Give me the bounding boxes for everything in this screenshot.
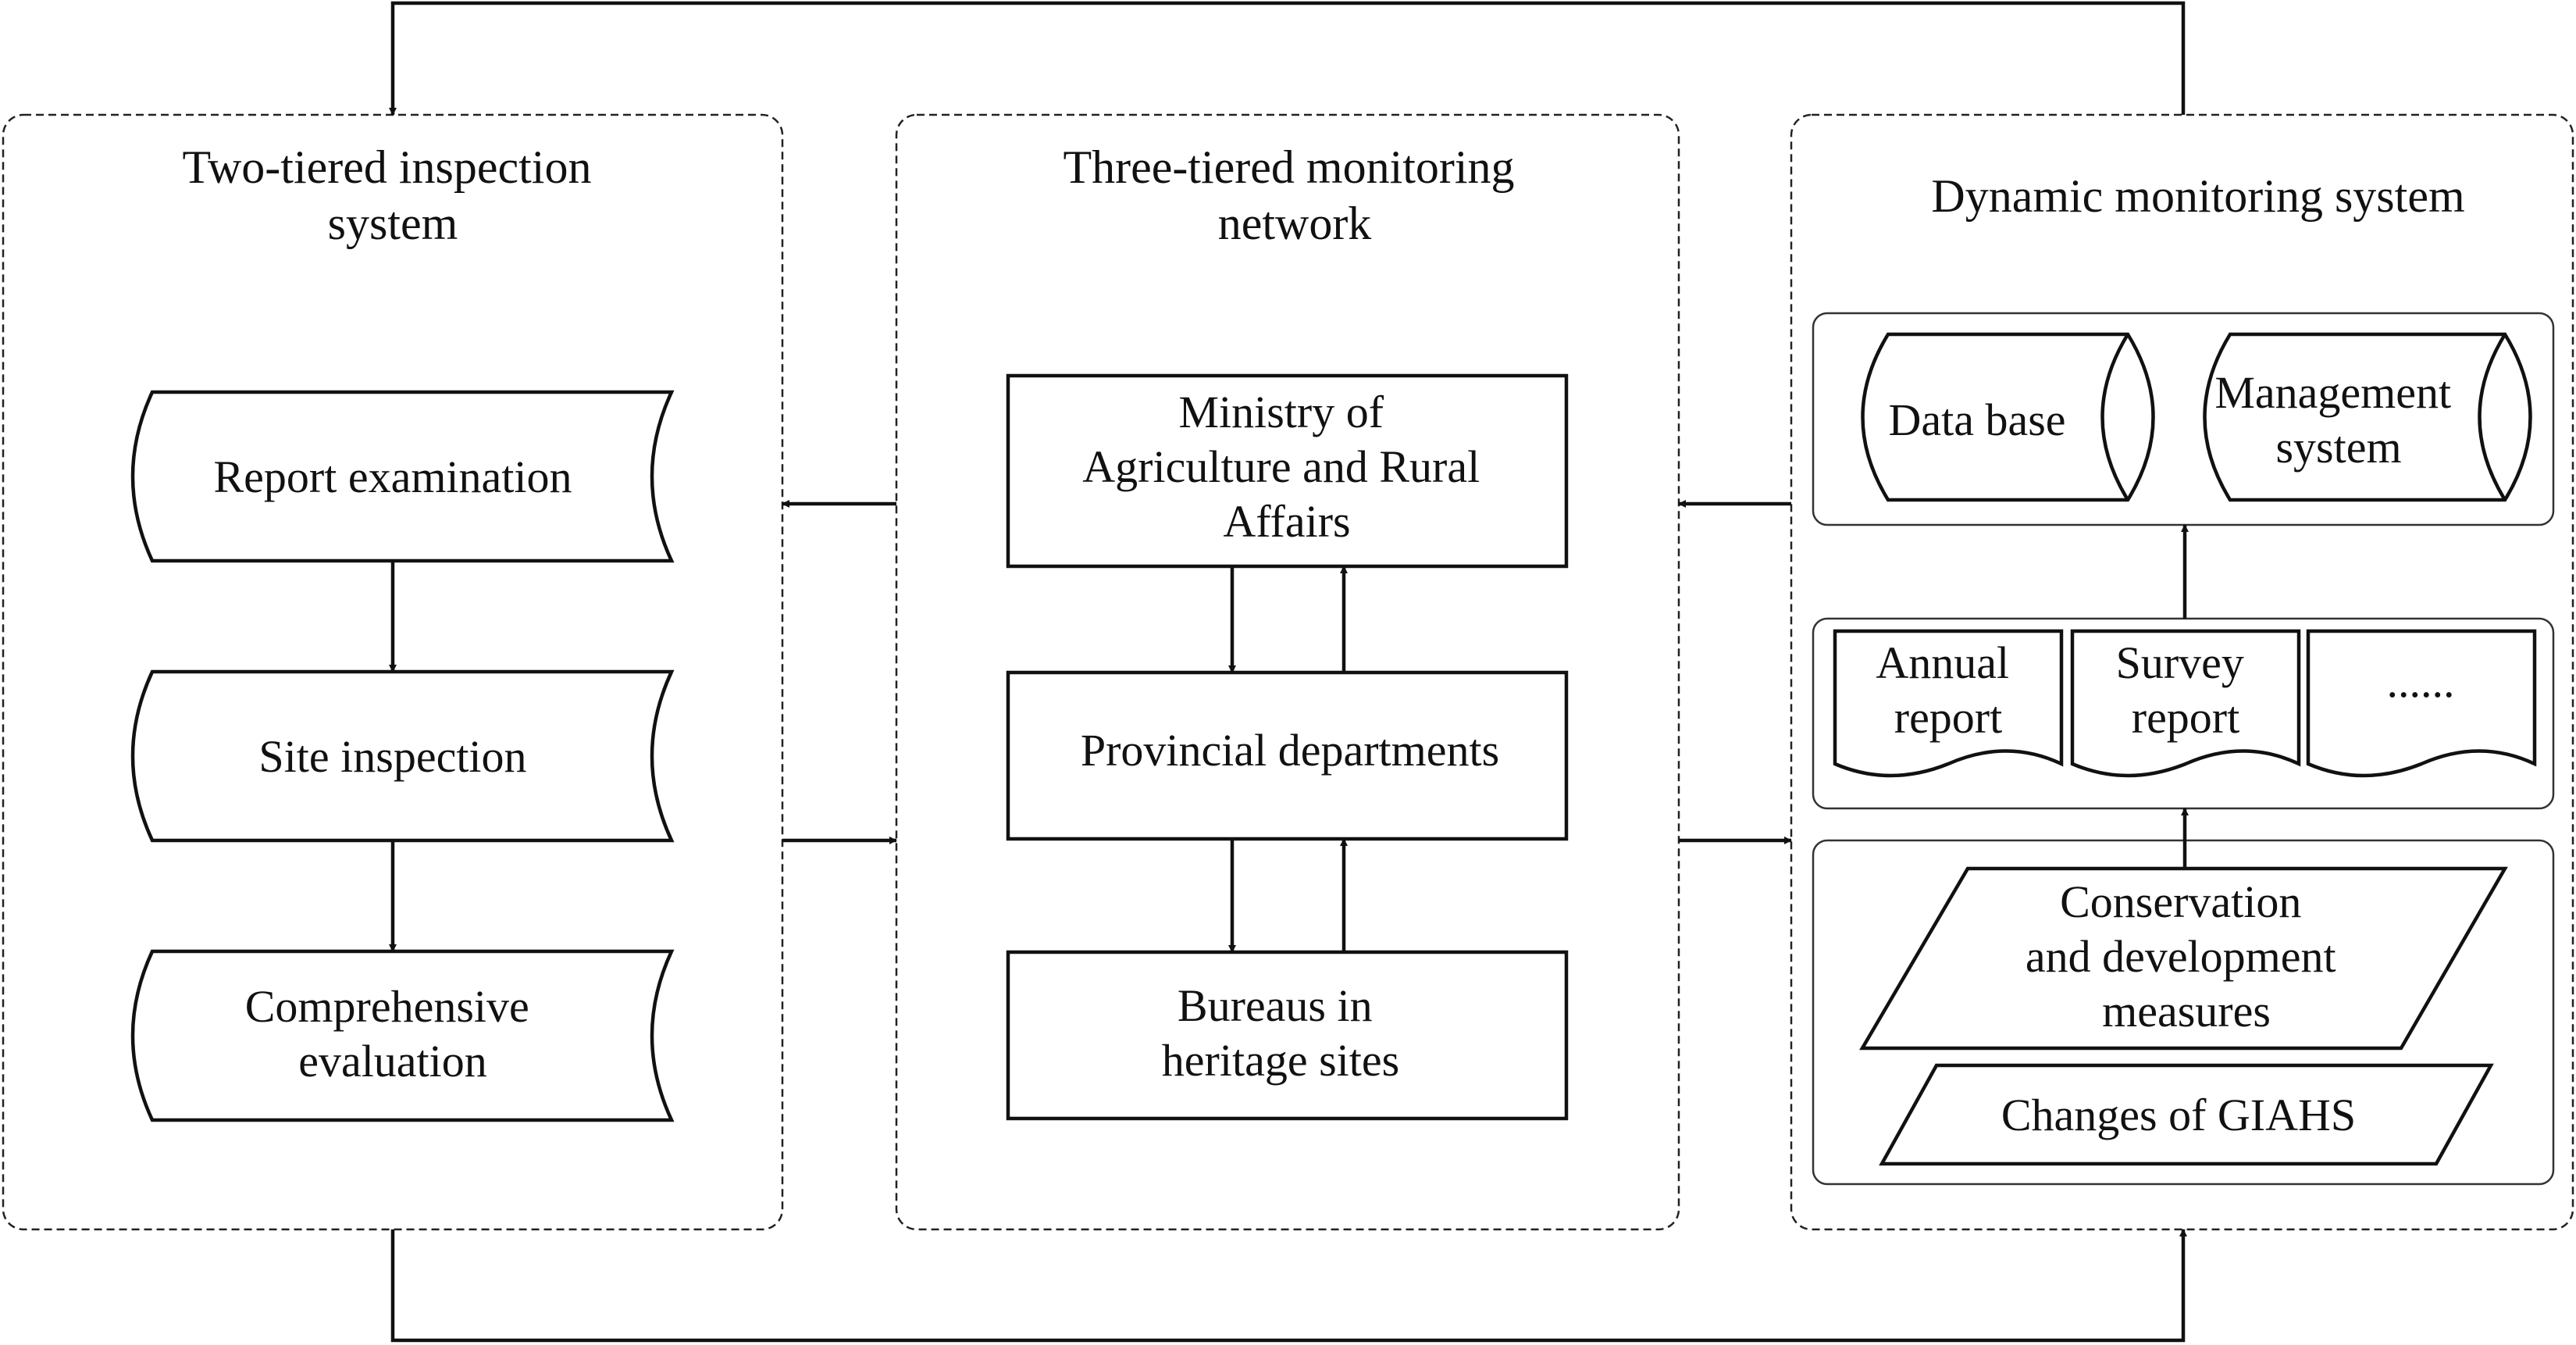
svg-text:Management system: Management system: [2214, 367, 2462, 473]
report-more: ......: [2306, 629, 2537, 778]
storage-data-base: Data base: [1861, 332, 2155, 502]
level-bureaus: Bureaus in heritage sites: [1006, 950, 1569, 1121]
level-provincial: Provincial departments: [1006, 670, 1569, 841]
svg-text:Data base: Data base: [1888, 394, 2065, 445]
feedback-loop-bottom: [390, 1229, 2187, 1343]
step-site-inspection: Site inspection: [130, 669, 675, 843]
report-survey: Survey report: [2070, 629, 2301, 778]
svg-text:Report examination: Report examination: [213, 451, 572, 502]
svg-text:Ministry of Agriculture: Ministry of Agriculture and Rural Affair…: [1082, 387, 1491, 547]
input-changes-of-giahs: Changes of GIAHS: [1879, 1063, 2494, 1166]
monitoring-network-panel: [895, 113, 1680, 1231]
svg-text:Annual report: Annual report: [1876, 637, 2020, 743]
svg-text:Site inspection: Site inspection: [258, 731, 526, 782]
level-ministry: Ministry of Agriculture and Rural Affair…: [1006, 373, 1569, 569]
feedback-loop-top: [389, 1, 2186, 116]
dynamic-system-panel-title: Dynamic monitoring system: [1931, 170, 2464, 222]
storage-management-system: Management system: [2203, 332, 2532, 502]
step-comprehensive-evaluation: Comprehensive evaluation: [130, 949, 675, 1122]
svg-text:Bureaus in heritage site: Bureaus in heritage sites: [1162, 980, 1399, 1086]
svg-text:Comprehensive evaluation: Comprehensive evaluation: [245, 981, 541, 1086]
report-annual: Annual report: [1833, 629, 2064, 778]
svg-text:Changes of GIAHS: Changes of GIAHS: [2001, 1090, 2356, 1140]
svg-text:......: ......: [2387, 656, 2455, 707]
svg-text:Provincial departments: Provincial departments: [1081, 725, 1499, 776]
input-conservation-measures: Conservation and development measures: [1859, 866, 2508, 1051]
inspection-panel-title: Two-tiered inspection system: [183, 141, 604, 249]
dynamic-system-panel: [1790, 113, 2574, 1231]
monitoring-network-panel-title: Three-tiered monitoring network: [1063, 141, 1526, 249]
svg-text:Survey report: Survey report: [2116, 637, 2256, 743]
step-report-examination: Report examination: [130, 390, 675, 563]
svg-text:Conservation and develop: Conservation and development measures: [2026, 876, 2347, 1036]
